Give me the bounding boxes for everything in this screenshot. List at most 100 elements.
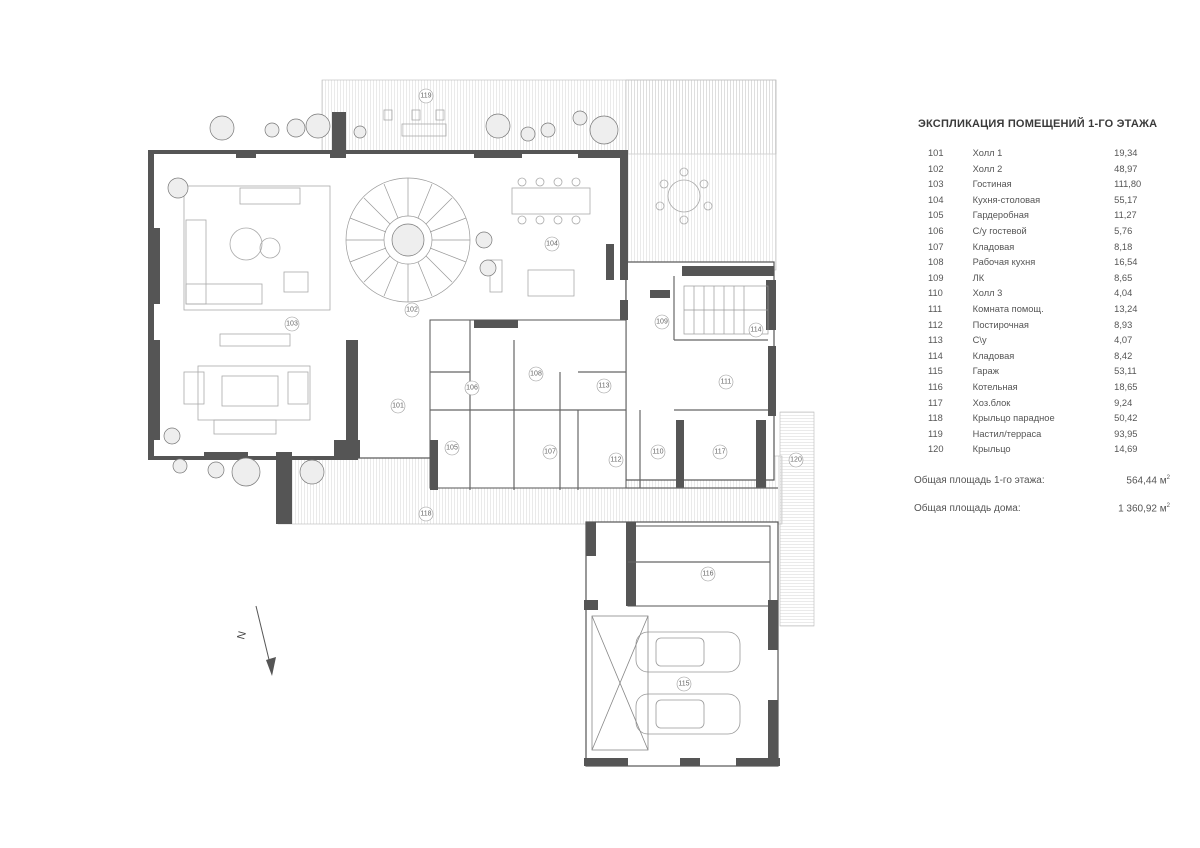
- room-number: 106: [928, 225, 944, 236]
- room-tag-label: 117: [714, 449, 725, 456]
- room-area: 93,95: [1114, 428, 1138, 439]
- room-name: Рабочая кухня: [972, 257, 1036, 268]
- room-number: 103: [928, 179, 944, 190]
- room-area: 50,42: [1114, 413, 1138, 424]
- room-name: Холл 1: [972, 148, 1003, 158]
- room-name: Гараж: [972, 366, 999, 377]
- room-tag-label: 112: [610, 457, 621, 464]
- room-tag: 117: [712, 444, 728, 460]
- room-tag-label: 111: [721, 379, 732, 386]
- room-tag: 103: [284, 316, 300, 332]
- room-tag-label: 113: [598, 383, 609, 390]
- room-tag-label: 119: [420, 93, 431, 100]
- room-tag: 115: [676, 676, 692, 692]
- room-number: 118: [928, 413, 943, 424]
- landscape-plants: [163, 110, 619, 487]
- total-value-text: 564,44 м: [1126, 475, 1167, 487]
- room-tag: 112: [608, 452, 624, 468]
- room-area: 4,07: [1114, 335, 1133, 346]
- room-tag: 106: [464, 380, 480, 396]
- room-tag: 111: [718, 374, 734, 390]
- room-number: 111: [928, 303, 943, 314]
- room-number: 110: [928, 288, 943, 299]
- room-tag: 110: [650, 444, 666, 460]
- room-name: Холл 3: [972, 288, 1003, 299]
- room-row: 101 Холл 1 19,34: [908, 146, 1170, 162]
- dining-furniture: [489, 167, 713, 297]
- room-tag: 101: [390, 398, 406, 414]
- room-name: Постирочная: [972, 319, 1029, 330]
- room-tag: 104: [544, 236, 560, 252]
- total-label: Общая площадь 1-го этажа:: [914, 474, 1045, 486]
- room-tag-label: 103: [286, 321, 298, 328]
- room-tag-label: 118: [420, 511, 431, 518]
- floor-plan: N 10110210310410510610710810911011111211…: [148, 79, 815, 767]
- room-tag-label: 108: [530, 371, 542, 378]
- room-tag-label: 107: [544, 449, 556, 456]
- room-name: Настил/терраса: [972, 428, 1042, 439]
- room-number: 107: [928, 241, 944, 252]
- room-area: 8,65: [1114, 272, 1133, 283]
- room-number: 113: [928, 335, 943, 346]
- room-number: 117: [928, 397, 943, 408]
- total-label: Общая площадь дома:: [914, 503, 1021, 515]
- room-name: Крыльцо парадное: [972, 413, 1055, 424]
- straight-staircase: [683, 285, 769, 335]
- room-tag-label: 102: [406, 307, 418, 314]
- room-name: Хоз.блок: [972, 397, 1011, 408]
- room-schedule-title: ЭКСПЛИКАЦИЯ ПОМЕЩЕНИЙ 1-ГО ЭТАЖА: [918, 118, 1158, 130]
- room-tag: 108: [528, 366, 544, 382]
- room-name: Гардеробная: [972, 210, 1029, 221]
- room-number: 120: [928, 444, 944, 455]
- room-tag-label: 115: [678, 681, 689, 688]
- walls: [149, 151, 779, 767]
- room-area: 19,34: [1114, 148, 1138, 158]
- terrace-deck-east: [625, 79, 777, 271]
- room-area: 5,76: [1114, 225, 1133, 236]
- room-area: 55,17: [1114, 194, 1138, 205]
- room-number: 105: [928, 210, 944, 221]
- room-name: Комната помощ.: [972, 303, 1044, 314]
- total-value-text: 1 360,92 м: [1118, 503, 1167, 515]
- terrace-furniture: [383, 109, 447, 137]
- room-number: 116: [928, 381, 943, 392]
- room-tag: 120: [788, 452, 804, 468]
- room-name: Кладовая: [972, 241, 1015, 252]
- room-area: 111,80: [1114, 179, 1142, 190]
- room-name: Крыльцо: [972, 444, 1011, 455]
- wall-segments: [148, 112, 780, 766]
- total-value: 1 360,92 м2: [1101, 503, 1170, 514]
- room-area: 11,27: [1114, 210, 1137, 221]
- room-tag-label: 114: [750, 327, 761, 334]
- total-unit-exponent: 2: [1166, 474, 1170, 481]
- room-tag: 119: [418, 88, 434, 104]
- room-row: 105 Гардеробная 11,27: [908, 208, 1170, 224]
- room-tag-label: 101: [392, 403, 404, 410]
- north-arrow: N: [235, 605, 276, 676]
- room-row: 118 Крыльцо парадное 50,42: [908, 411, 1170, 427]
- room-number: 104: [928, 194, 944, 205]
- room-name: Кладовая: [972, 350, 1015, 361]
- room-tag-label: 105: [446, 445, 458, 452]
- room-area: 9,24: [1114, 397, 1133, 408]
- living-room-furniture: [183, 185, 331, 435]
- total-row: Общая площадь дома: 1 360,92 м2: [914, 503, 1170, 514]
- room-name: Гостиная: [972, 179, 1012, 190]
- room-number: 109: [928, 272, 944, 283]
- room-area: 8,93: [1114, 319, 1133, 330]
- room-number: 101: [928, 148, 944, 158]
- room-area: 14,69: [1114, 444, 1138, 455]
- room-tag: 116: [700, 566, 716, 582]
- room-tags: 1011021031041051061071081091101111121131…: [284, 88, 804, 692]
- room-tag: 105: [444, 440, 460, 456]
- room-area: 53,11: [1114, 366, 1137, 377]
